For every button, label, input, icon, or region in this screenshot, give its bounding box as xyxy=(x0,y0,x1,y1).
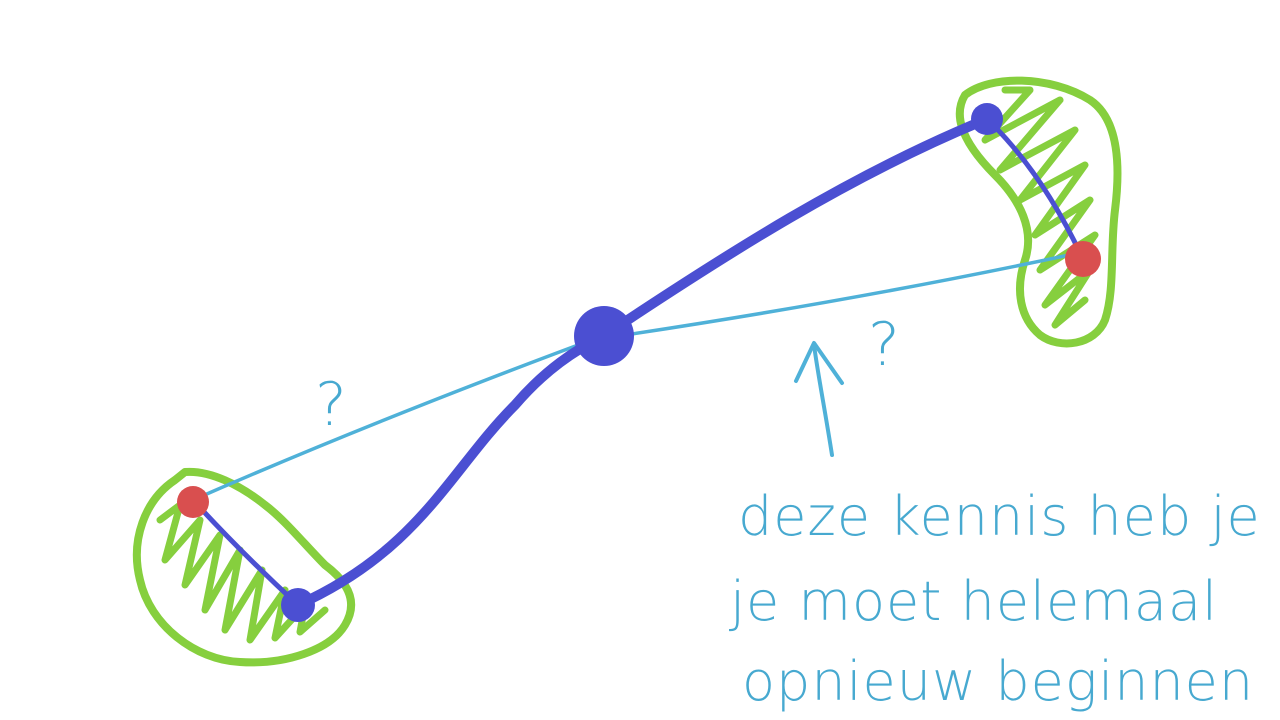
right-question-mark: ? xyxy=(868,310,900,380)
annotation-line-1: deze kennis heb je niet; xyxy=(738,485,1280,548)
left-question-mark: ? xyxy=(315,370,347,440)
right-region-hatch xyxy=(981,86,1099,329)
right-top-blue-node xyxy=(971,103,1003,135)
right-link-line xyxy=(603,250,1085,340)
left-link-line xyxy=(191,333,607,502)
main-blue-path xyxy=(293,114,992,610)
right-region xyxy=(955,76,1122,348)
left-region xyxy=(132,467,355,667)
arrow-shaft xyxy=(812,343,834,457)
annotation-line-2: je moet helemaal xyxy=(729,570,1218,633)
left-region-outline xyxy=(132,467,355,667)
arrow-head xyxy=(794,341,844,385)
left-region-hatch xyxy=(156,501,329,644)
annotation-arrow xyxy=(794,341,844,457)
annotation-line-3: opnieuw beginnen xyxy=(742,650,1254,713)
left-red-node xyxy=(177,486,209,518)
right-region-outline xyxy=(955,76,1122,348)
left-bottom-blue-node xyxy=(281,588,315,622)
right-inner-blue-line xyxy=(984,116,1086,262)
right-red-node xyxy=(1065,241,1101,277)
center-blue-node xyxy=(574,306,634,366)
